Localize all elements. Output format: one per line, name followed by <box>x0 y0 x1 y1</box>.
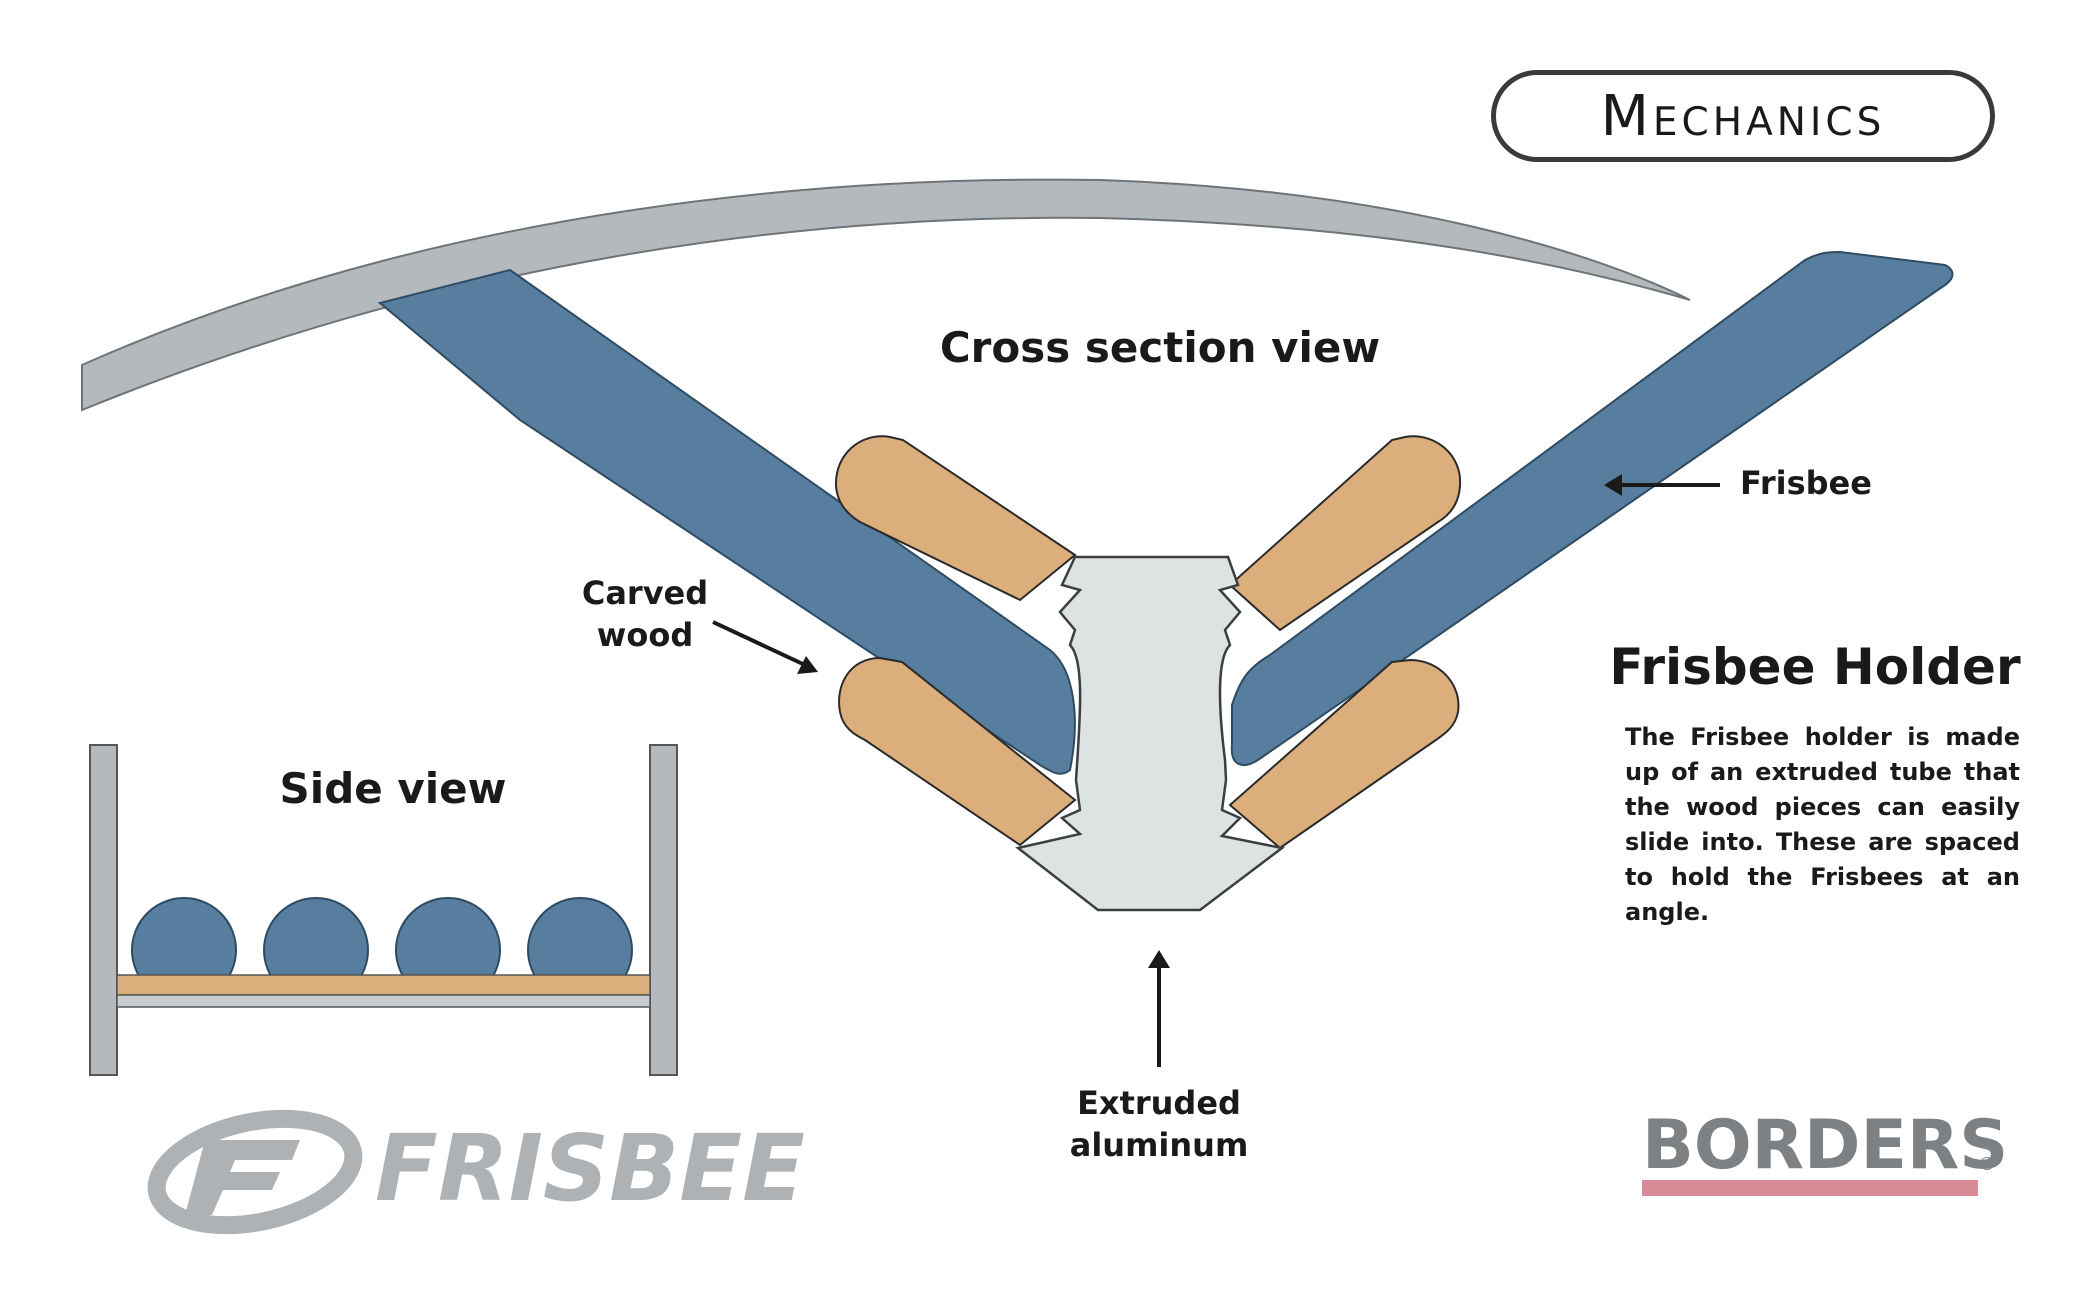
borders-logo-mark: ® <box>1978 1154 1996 1175</box>
extruded-label-line1: Extruded <box>1077 1084 1241 1122</box>
wood-lower-left <box>838 656 1077 847</box>
side-view-wood-shelf <box>116 974 651 996</box>
frisbee-logo: FRISBEE <box>147 1109 805 1235</box>
frisbee-logo-text: FRISBEE <box>375 1115 805 1222</box>
left-frisbee-band <box>377 268 1076 775</box>
extruded-label-line2: aluminum <box>1070 1126 1249 1164</box>
top-frisbee-arc <box>81 178 1691 412</box>
borders-logo: BORDERS ® <box>1642 1106 2008 1196</box>
side-view-label: Side view <box>280 764 507 813</box>
frisbee-logo-f-mark <box>185 1140 300 1215</box>
frisbee-arrowhead <box>1604 474 1622 496</box>
wood-upper-left <box>834 435 1077 602</box>
side-view-aluminum-rail <box>116 994 651 1008</box>
borders-logo-text: BORDERS <box>1642 1106 2008 1185</box>
aluminum-extrusion <box>1015 555 1285 912</box>
carved-wood-arrowhead <box>797 656 818 674</box>
carved-wood-arrow <box>712 620 806 667</box>
wood-lower-right <box>1228 658 1460 850</box>
wood-upper-right <box>1228 435 1462 632</box>
side-view-right-post <box>649 744 678 1076</box>
frisbee-logo-swoosh <box>147 1109 363 1235</box>
mechanics-badge: Mechanics <box>1491 70 1995 162</box>
frisbee-label: Frisbee <box>1740 464 1872 502</box>
carved-wood-label-line2: wood <box>597 616 693 654</box>
frisbee-holder-description: The Frisbee holder is made up of an extr… <box>1625 723 2020 926</box>
side-view: Side view <box>89 744 678 1076</box>
side-view-left-post <box>89 744 118 1076</box>
frisbee-holder-title: Frisbee Holder <box>1609 638 2021 696</box>
carved-wood-label-line1: Carved <box>582 574 708 612</box>
borders-logo-underline <box>1642 1180 1978 1196</box>
right-frisbee-band <box>1230 250 1954 766</box>
extruded-arrowhead <box>1148 950 1170 968</box>
cross-section-label: Cross section view <box>940 323 1380 372</box>
